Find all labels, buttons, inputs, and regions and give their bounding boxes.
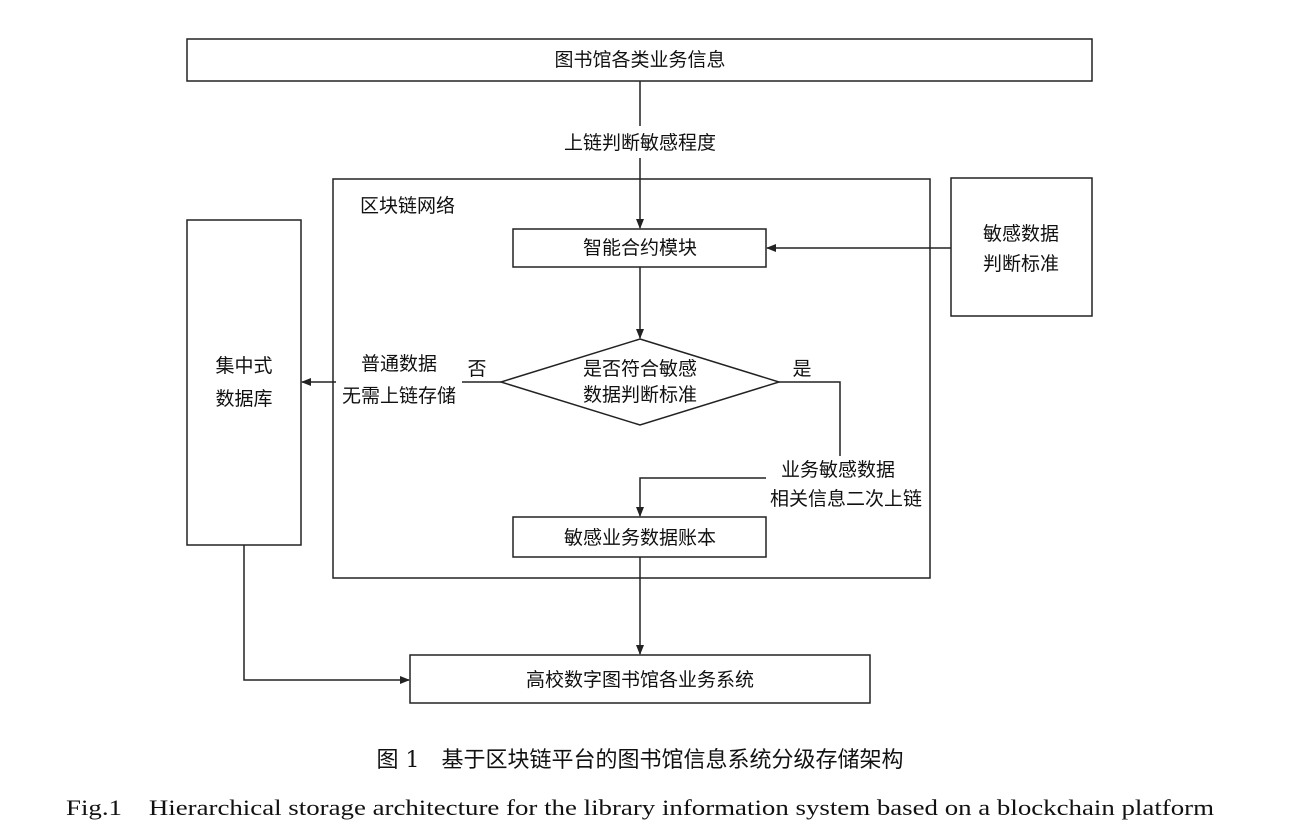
blockchain-network-label: 区块链网络 [360,195,455,217]
library-systems-box [409,654,871,704]
central-database-label-line2: 数据库 [215,388,272,410]
decision-diamond [498,338,782,426]
sensitive-criteria-label-line2: 判断标准 [983,253,1059,275]
no-label: 否 [467,358,486,380]
caption-chinese: 图 1 基于区块链平台的图书馆信息系统分级存储架构 [377,748,904,773]
sensitive-data-label-line1: 业务敏感数据 [781,459,895,481]
sensitive-ledger-label: 敏感业务数据账本 [564,527,716,549]
sensitive-data-label-line2: 相关信息二次上链 [770,488,922,510]
sensitive-data-label-bg [766,456,926,514]
library-info-box [186,38,1093,82]
library-systems-label: 高校数字图书馆各业务系统 [526,669,754,691]
sensitive-criteria-label-line1: 敏感数据 [983,223,1059,245]
onchain-check-label: 上链判断敏感程度 [564,132,716,154]
smart-contract-label: 智能合约模块 [583,237,697,259]
normal-data-label-line1: 普通数据 [361,353,437,375]
central-database-label-line1: 集中式 [215,355,272,377]
sensitive-criteria-box [950,177,1093,317]
arrow-database-to-systems [243,545,410,684]
decision-label-line1: 是否符合敏感 [583,358,697,380]
normal-data-label-bg [336,350,462,412]
sensitive-ledger-box [512,516,767,558]
central-database-box [186,219,302,546]
smart-contract-box [512,228,767,268]
yes-label: 是 [792,358,811,380]
onchain-check-label-bg [545,126,735,158]
library-info-label: 图书馆各类业务信息 [554,49,725,71]
caption-english: Fig.1 Hierarchical storage architecture … [66,795,1214,820]
decision-label-line2: 数据判断标准 [583,384,697,406]
normal-data-label-line2: 无需上链存储 [342,385,456,407]
